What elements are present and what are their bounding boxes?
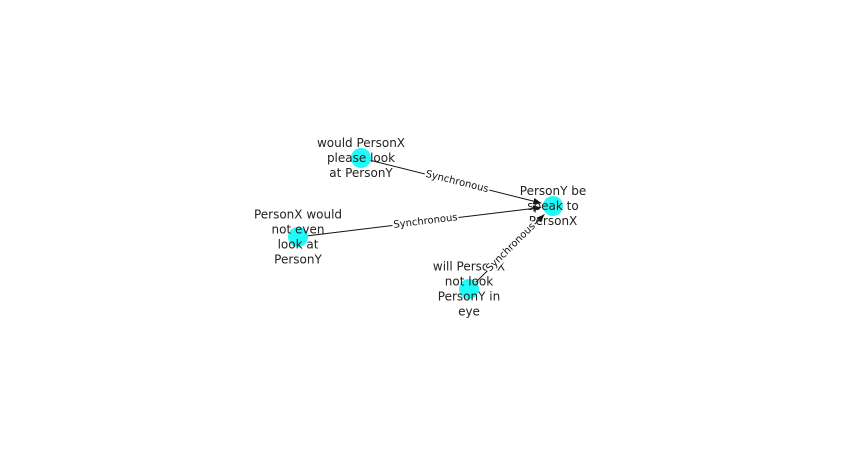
- edge-label-text: Synchronous: [484, 221, 538, 274]
- edge-label-text: Synchronous: [393, 212, 458, 231]
- node-label-line: at PersonY: [329, 166, 393, 180]
- node-label-line: speak to: [527, 199, 578, 213]
- node-label-line: look at: [278, 238, 319, 252]
- node-n3: [288, 227, 308, 247]
- node-label-line: PersonY in: [438, 290, 500, 304]
- node-label-line: not even: [272, 223, 325, 237]
- edge-label-n3-n2: Synchronous: [391, 212, 460, 231]
- node-label-line: please look: [327, 151, 395, 165]
- edge-label-n1-n2: Synchronous: [423, 168, 491, 196]
- node-label-line: not look: [445, 275, 493, 289]
- node-label-line: PersonY: [274, 253, 322, 267]
- node-label-line: PersonY be: [520, 184, 586, 198]
- edge-label-n4-n2: Synchronous: [483, 220, 539, 275]
- node-label-line: eye: [458, 305, 480, 319]
- node-n1: [351, 148, 371, 168]
- edge-label-background: [391, 212, 460, 231]
- node-n2: [543, 196, 563, 216]
- edge-label-background: [483, 220, 539, 275]
- node-label-line: PersonX: [529, 214, 578, 228]
- edge-label-text: Synchronous: [424, 169, 489, 195]
- edge-label-background: [423, 168, 491, 196]
- node-label-line: PersonX would: [254, 208, 342, 222]
- nodes-layer: [288, 148, 563, 299]
- node-label-line: would PersonX: [317, 136, 405, 150]
- node-n4: [459, 279, 479, 299]
